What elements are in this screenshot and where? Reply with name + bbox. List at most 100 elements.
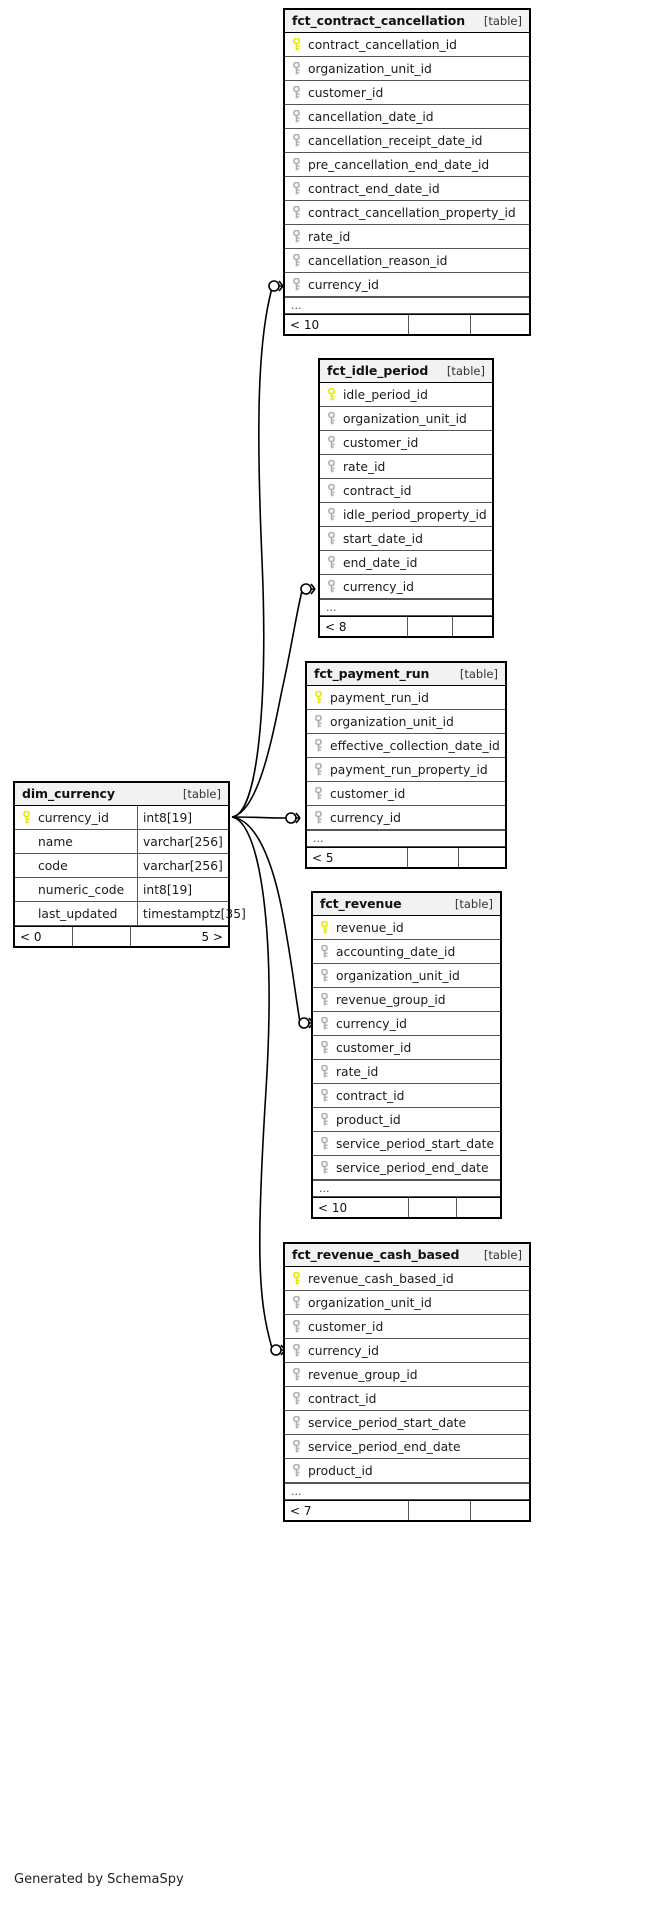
column-row[interactable]: contract_id	[313, 1084, 500, 1108]
table-kind-label: [table]	[483, 13, 522, 28]
column-row[interactable]: organization_unit_id	[285, 57, 529, 81]
footer-right-count	[456, 1198, 500, 1217]
column-row[interactable]: idle_period_property_id	[320, 503, 492, 527]
column-name-cell: contract_cancellation_property_id	[285, 206, 529, 220]
more-columns-indicator[interactable]: ...	[320, 599, 492, 616]
column-row[interactable]: organization_unit_id	[313, 964, 500, 988]
column-row[interactable]: cancellation_reason_id	[285, 249, 529, 273]
column-row[interactable]: idle_period_id	[320, 383, 492, 407]
column-name-cell: revenue_id	[313, 921, 500, 935]
column-row[interactable]: rate_id	[285, 225, 529, 249]
foreign-key-icon	[293, 206, 300, 219]
edge-to-fct-revenue-cash-based	[231, 816, 273, 1349]
column-row[interactable]: product_id	[285, 1459, 529, 1483]
column-row[interactable]: organization_unit_id	[285, 1291, 529, 1315]
column-row[interactable]: currency_id	[307, 806, 505, 830]
column-row[interactable]: customer_id	[307, 782, 505, 806]
column-name: revenue_cash_based_id	[308, 1271, 454, 1286]
column-row[interactable]: end_date_id	[320, 551, 492, 575]
column-name: code	[38, 858, 68, 873]
column-row[interactable]: contract_end_date_id	[285, 177, 529, 201]
column-row[interactable]: currency_id	[313, 1012, 500, 1036]
foreign-key-icon	[293, 278, 300, 291]
column-row[interactable]: organization_unit_id	[307, 710, 505, 734]
foreign-key-icon	[293, 182, 300, 195]
table-fct-revenue[interactable]: fct_revenue [table] revenue_id accounting_d…	[311, 891, 502, 1219]
table-fct-revenue-cash-based[interactable]: fct_revenue_cash_based[table]revenue_cas…	[283, 1242, 531, 1522]
column-row[interactable]: cancellation_receipt_date_id	[285, 129, 529, 153]
diagram-caption: Generated by SchemaSpy	[14, 1872, 184, 1887]
column-row[interactable]: service_period_start_date	[285, 1411, 529, 1435]
edge-endpoint-optional-4	[298, 1017, 310, 1029]
table-footer: < 10	[313, 1197, 500, 1217]
column-row[interactable]: service_period_end_date	[285, 1435, 529, 1459]
column-name-cell: effective_collection_date_id	[307, 739, 505, 753]
column-row[interactable]: cancellation_date_id	[285, 105, 529, 129]
column-row[interactable]: customer_id	[285, 81, 529, 105]
column-name-cell: organization_unit_id	[307, 715, 505, 729]
foreign-key-icon	[293, 1440, 300, 1453]
column-row[interactable]: contract_cancellation_id	[285, 33, 529, 57]
column-name: cancellation_date_id	[308, 109, 434, 124]
column-row[interactable]: service_period_start_date	[313, 1132, 500, 1156]
column-row[interactable]: currency_id	[285, 1339, 529, 1363]
column-row[interactable]: payment_run_property_id	[307, 758, 505, 782]
column-row[interactable]: organization_unit_id	[320, 407, 492, 431]
column-name-cell: rate_id	[320, 460, 492, 474]
footer-right-count	[452, 617, 492, 636]
column-name-cell: currency_id	[285, 278, 529, 292]
column-name-cell: revenue_group_id	[313, 993, 500, 1007]
foreign-key-icon	[321, 993, 328, 1006]
column-row[interactable]: customer_id	[313, 1036, 500, 1060]
column-row[interactable]: rate_id	[313, 1060, 500, 1084]
column-row[interactable]: revenue_id	[313, 916, 500, 940]
column-name-cell: payment_run_property_id	[307, 763, 505, 777]
column-row[interactable]: revenue_group_id	[313, 988, 500, 1012]
footer-right-count	[458, 848, 505, 867]
column-row[interactable]: customer_id	[285, 1315, 529, 1339]
more-columns-indicator[interactable]: ...	[285, 297, 529, 314]
column-row[interactable]: start_date_id	[320, 527, 492, 551]
more-columns-indicator[interactable]: ...	[307, 830, 505, 847]
column-row[interactable]: currency_id	[320, 575, 492, 599]
column-row[interactable]: currency_id	[285, 273, 529, 297]
column-row[interactable]: payment_run_id	[307, 686, 505, 710]
table-footer: < 7	[285, 1500, 529, 1520]
column-name-cell: currency_id	[320, 580, 492, 594]
foreign-key-icon	[315, 739, 322, 752]
column-row[interactable]: pre_cancellation_end_date_id	[285, 153, 529, 177]
table-name: fct_revenue	[320, 896, 402, 911]
column-row[interactable]: revenue_cash_based_id	[285, 1267, 529, 1291]
footer-middle-cell	[72, 927, 130, 946]
column-row[interactable]: contract_id	[320, 479, 492, 503]
column-row[interactable]: effective_collection_date_id	[307, 734, 505, 758]
column-row[interactable]: accounting_date_id	[313, 940, 500, 964]
footer-left-count: < 8	[325, 619, 347, 634]
column-name: idle_period_property_id	[343, 507, 487, 522]
footer-right-count	[470, 1501, 529, 1520]
column-name: organization_unit_id	[330, 714, 454, 729]
column-row[interactable]: service_period_end_date	[313, 1156, 500, 1180]
column-row[interactable]: contract_id	[285, 1387, 529, 1411]
column-row[interactable]: rate_id	[320, 455, 492, 479]
column-row[interactable]: customer_id	[320, 431, 492, 455]
column-row[interactable]: revenue_group_id	[285, 1363, 529, 1387]
foreign-key-icon	[328, 532, 335, 545]
table-fct-contract-cancellation[interactable]: fct_contract_cancellation[table]contract…	[283, 8, 531, 336]
more-columns-indicator[interactable]: ...	[313, 1180, 500, 1197]
more-columns-indicator[interactable]: ...	[285, 1483, 529, 1500]
table-kind-label: [table]	[454, 896, 493, 911]
column-row[interactable]: contract_cancellation_property_id	[285, 201, 529, 225]
column-row[interactable]: product_id	[313, 1108, 500, 1132]
column-type: int8[19]	[137, 878, 228, 901]
foreign-key-icon	[328, 460, 335, 473]
